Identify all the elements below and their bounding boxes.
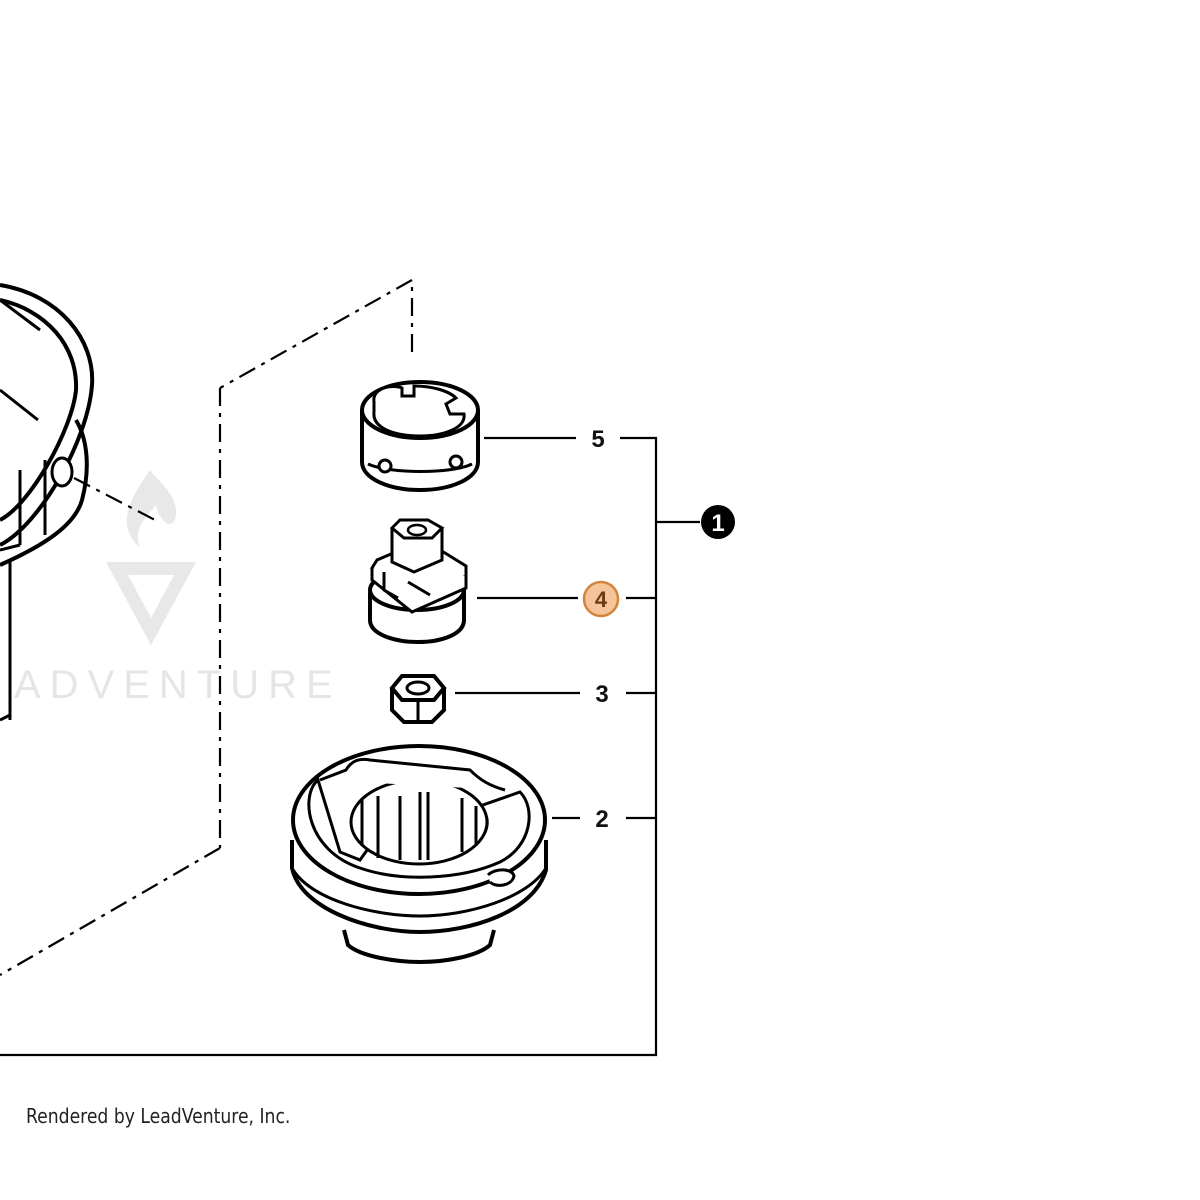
trimmer-head-housing: [0, 283, 95, 722]
footer-credit: Rendered by LeadVenture, Inc.: [26, 1104, 291, 1128]
assembly-bracket: [0, 436, 700, 1057]
exploded-view-guides: [0, 279, 414, 976]
watermark-v-shape: [106, 562, 196, 645]
part-leader-lines: [455, 436, 580, 820]
svg-text:4: 4: [595, 587, 608, 612]
svg-text:5: 5: [591, 426, 604, 453]
part-4-bolt-assembly[interactable]: [368, 518, 468, 645]
svg-text:1: 1: [711, 510, 724, 537]
part-5-adapter[interactable]: [360, 380, 480, 493]
callout-2[interactable]: 2: [595, 806, 608, 833]
part-2-bump-knob[interactable]: [290, 744, 548, 965]
assembly-callout-circle: [701, 505, 735, 539]
callout-3[interactable]: 3: [595, 681, 608, 708]
flame-v-logo-icon: [126, 470, 176, 548]
watermark-logo: ADVENTURE: [14, 470, 342, 707]
part-3-hex-nut[interactable]: [389, 674, 447, 724]
svg-text:3: 3: [595, 681, 608, 708]
callout-5[interactable]: 5: [591, 426, 604, 453]
callout-1-assembly[interactable]: 1: [701, 505, 735, 539]
svg-text:2: 2: [595, 806, 608, 833]
callout-highlight-circle: [582, 580, 620, 618]
watermark-text: ADVENTURE: [14, 663, 342, 707]
callout-4-highlighted[interactable]: 4: [582, 580, 620, 618]
